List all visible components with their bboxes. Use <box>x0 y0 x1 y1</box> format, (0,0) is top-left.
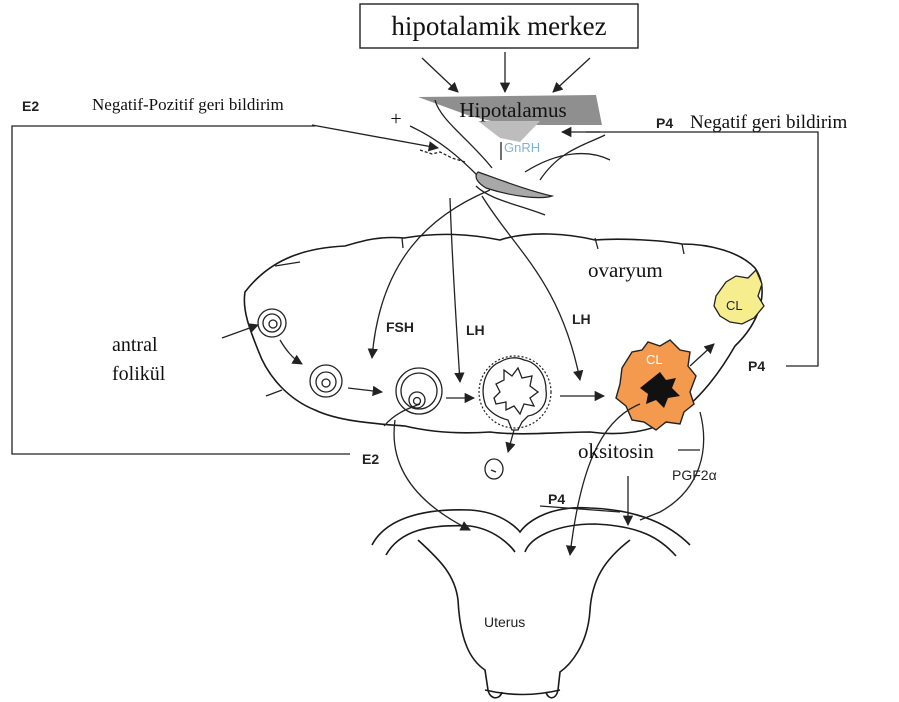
e2-feedback-loop <box>12 125 438 454</box>
lh-label-2: LH <box>572 311 591 327</box>
follicle-secondary <box>310 365 342 397</box>
e2-feedback-tag: E2 <box>22 98 39 114</box>
pituitary-to-ovary-arrows <box>372 190 580 382</box>
lh-label-1: LH <box>466 322 485 338</box>
center-to-hypothalamus-arrows <box>422 52 590 92</box>
uterus: Uterus <box>372 508 690 698</box>
antral-label-line2: folikül <box>112 363 166 385</box>
hypothalamus-label: Hipotalamus <box>459 98 566 122</box>
cl-growth-arrow <box>690 344 714 366</box>
oxytocin-label: oksitosin <box>578 439 654 463</box>
fsh-label: FSH <box>386 319 414 335</box>
p4-feedback-text: Negatif geri bildirim <box>690 112 847 133</box>
uterus-label: Uterus <box>484 614 525 630</box>
hypothalamic-center-label: hipotalamik merkez <box>391 11 606 41</box>
p4-feedback-tag: P4 <box>656 115 673 131</box>
e2-feedback-text: Negatif-Pozitif geri bildirim <box>92 95 284 114</box>
e2-label: E2 <box>362 451 379 467</box>
antral-label-line1: antral <box>112 334 158 356</box>
ovulating-follicle <box>479 356 551 430</box>
corpus-luteum-small: CL <box>714 270 764 324</box>
p4-right-label: P4 <box>748 358 765 374</box>
pgf2a-label: PGF2α <box>672 467 717 483</box>
oocyte <box>485 459 503 479</box>
follicle-primary <box>258 309 286 337</box>
p4-feedback-loop <box>562 132 818 366</box>
follicle-tertiary <box>396 368 442 414</box>
cl-small-label: CL <box>726 298 743 313</box>
e2-feedback-label: E2 <box>22 98 39 114</box>
hypothalamic-center-box: hipotalamik merkez <box>360 4 638 48</box>
p4-bottom-label: P4 <box>548 491 565 507</box>
ovary-label: ovaryum <box>588 258 663 282</box>
positive-sign: + <box>390 108 401 130</box>
corpus-luteum-large: CL <box>616 340 696 430</box>
gnrh-label: GnRH <box>504 140 540 155</box>
cl-large-label: CL <box>646 352 663 367</box>
